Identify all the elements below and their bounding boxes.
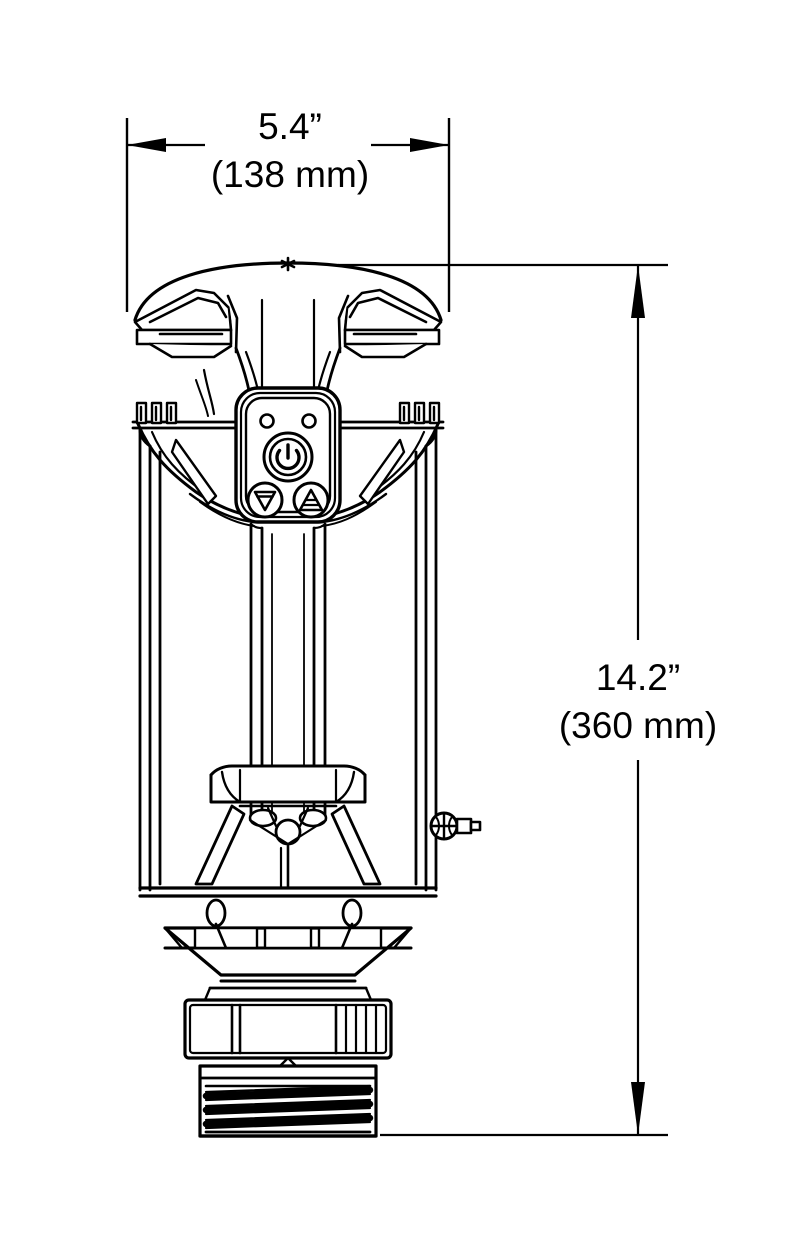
width-arrow-right-icon — [410, 138, 449, 152]
height-dimension: 14.2” (360 mm) — [338, 263, 717, 1137]
width-dimension-imperial-label: 5.4” — [258, 106, 322, 147]
height-dimension-imperial-label: 14.2” — [596, 657, 680, 698]
power-button[interactable] — [262, 431, 314, 483]
control-panel[interactable] — [234, 386, 342, 524]
height-arrow-top-icon — [631, 265, 645, 318]
retaining-clip-left — [135, 401, 178, 425]
width-dimension: 5.4” (138 mm) — [125, 106, 451, 312]
width-arrow-left-icon — [127, 138, 166, 152]
width-dimension-metric-label: (138 mm) — [211, 154, 369, 195]
funnel-tab-left — [205, 898, 227, 928]
side-valve-fitting[interactable] — [429, 811, 482, 841]
valve-tip — [469, 820, 482, 832]
transparent-canister-wall-right — [414, 428, 438, 892]
led-indicator-left — [259, 413, 275, 429]
triangle-up-striped-icon — [298, 488, 324, 512]
dome-top-cover — [133, 256, 443, 422]
tapered-funnel-section — [163, 898, 413, 983]
apex-center-mark — [280, 256, 296, 272]
dome-facet-left — [133, 288, 239, 359]
base-strut-assembly — [138, 764, 438, 898]
dome-facet-right — [337, 288, 443, 359]
device-assembly — [131, 256, 482, 1138]
decrease-button[interactable] — [246, 481, 284, 519]
transparent-canister-wall-left — [138, 428, 162, 892]
threaded-outlet-nozzle — [198, 1064, 378, 1138]
funnel-tab-right — [341, 898, 363, 928]
led-indicator-right — [301, 413, 317, 429]
retaining-clip-right — [398, 401, 441, 425]
funnel-vent-slot-center — [263, 926, 313, 950]
valve-body — [455, 817, 473, 835]
outlet-collar — [183, 986, 393, 1070]
increase-button[interactable] — [292, 481, 330, 519]
height-arrow-bottom-icon — [631, 1082, 645, 1135]
triangle-down-icon — [253, 490, 277, 512]
power-icon — [275, 443, 301, 471]
height-dimension-metric-label: (360 mm) — [559, 705, 717, 746]
nozzle-threads — [202, 1086, 374, 1128]
